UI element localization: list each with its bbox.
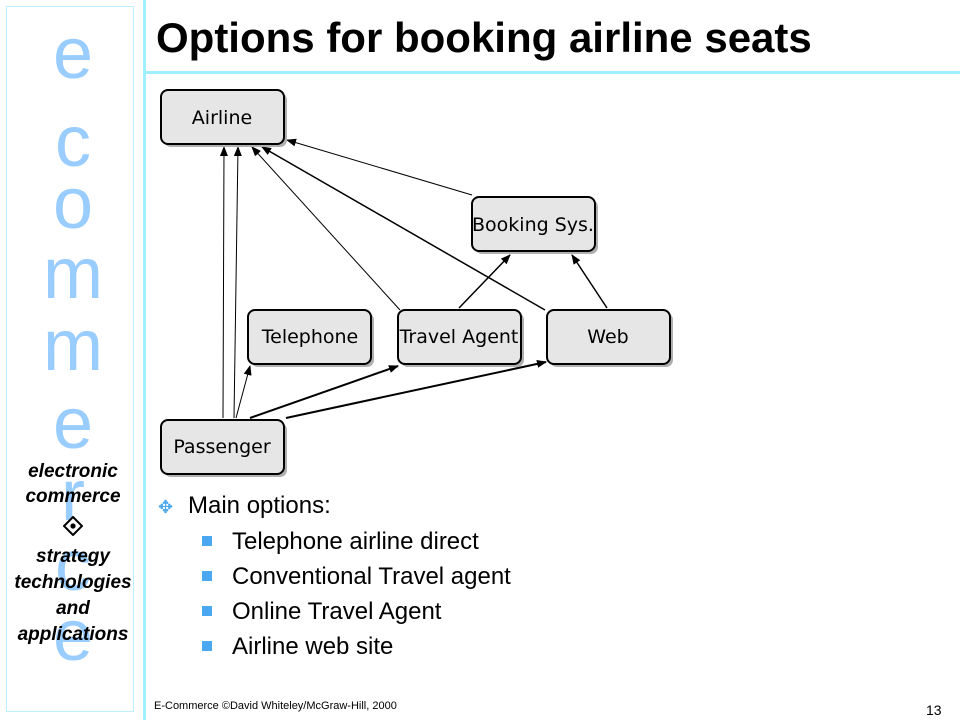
- sub-bullet: Airline web site: [202, 629, 511, 664]
- arrow-booking-to-airline: [286, 138, 473, 196]
- footer-copyright: E-Commerce ©David Whiteley/McGraw-Hill, …: [154, 700, 397, 712]
- sidebar-subtitle-strategy: strategy: [36, 546, 110, 567]
- arrow-passenger-to-web: [285, 359, 547, 419]
- node-airline: Airline: [160, 89, 287, 147]
- sub-bullet-text: Conventional Travel agent: [232, 563, 511, 590]
- sub-bullet-text: Online Travel Agent: [232, 598, 442, 625]
- sub-bullet: Telephone airline direct: [202, 524, 511, 559]
- node-passenger-label: Passenger: [173, 436, 271, 458]
- four-point-star-icon: ✥: [158, 497, 174, 517]
- node-booking-label: Booking Sys.: [472, 214, 594, 236]
- bullet-list: ✥Main options: Telephone airline direct …: [158, 488, 511, 664]
- sub-bullet: Conventional Travel agent: [202, 559, 511, 594]
- sidebar-subtitle-commerce: commerce: [25, 486, 121, 507]
- sidebar-letter: e: [52, 384, 94, 464]
- sidebar-frame: [6, 6, 134, 712]
- square-bullet-icon: [202, 605, 212, 616]
- node-passenger: Passenger: [160, 419, 287, 477]
- slide-title: Options for booking airline seats: [156, 14, 812, 61]
- sidebar-letter: m: [43, 234, 103, 314]
- sidebar-subtitle-applications: applications: [17, 624, 129, 645]
- sub-bullet-text: Telephone airline direct: [232, 528, 479, 555]
- sub-bullet: Online Travel Agent: [202, 594, 511, 629]
- sidebar-subtitle-and: and: [56, 598, 90, 619]
- node-booking-system: Booking Sys.: [471, 196, 598, 254]
- node-travel-agent: Travel Agent: [397, 309, 524, 367]
- node-telephone-label: Telephone: [261, 326, 359, 348]
- node-airline-label: Airline: [192, 107, 252, 129]
- sidebar-letter: c: [55, 102, 91, 182]
- sidebar-letter: m: [43, 306, 103, 386]
- node-agent-label: Travel Agent: [399, 326, 519, 348]
- arrow-passenger-to-agent: [249, 365, 399, 419]
- sidebar-letter: c: [55, 526, 91, 606]
- node-web: Web: [546, 309, 673, 367]
- square-bullet-icon: [202, 640, 212, 651]
- arrow-web-to-airline: [261, 146, 546, 311]
- arrow-passenger-to-airline: [219, 146, 228, 419]
- arrow-passenger-to-airline-2: [233, 146, 242, 419]
- arrow-web-to-booking: [571, 254, 608, 309]
- square-bullet-icon: [202, 570, 212, 581]
- booking-options-diagram: Airline Booking Sys. Telephone Travel Ag…: [146, 80, 686, 485]
- sidebar-letter: o: [52, 164, 94, 244]
- diamond-icon: [62, 515, 84, 537]
- sidebar-subtitle-technologies: technologies: [14, 572, 132, 593]
- title-underline: [146, 71, 960, 74]
- sidebar-letter: e: [52, 596, 94, 676]
- sidebar-letter: r: [61, 456, 85, 536]
- node-web-label: Web: [587, 326, 628, 348]
- main-bullet-text: Main options:: [188, 492, 331, 519]
- sidebar-letter: e: [52, 14, 94, 94]
- sidebar-subtitle-electronic: electronic: [28, 461, 118, 482]
- main-bullet: ✥ Main options:: [158, 488, 511, 524]
- arrow-agent-to-booking: [458, 254, 511, 309]
- sidebar-logo-panel: e c o m m e r c e electronic commerce st…: [0, 0, 146, 720]
- page-number: 13: [926, 702, 942, 718]
- arrow-agent-to-airline: [251, 146, 401, 311]
- sub-bullet-text: Airline web site: [232, 633, 394, 660]
- arrow-passenger-to-telephone: [235, 365, 252, 419]
- square-bullet-icon: [202, 535, 212, 546]
- node-telephone: Telephone: [247, 309, 374, 367]
